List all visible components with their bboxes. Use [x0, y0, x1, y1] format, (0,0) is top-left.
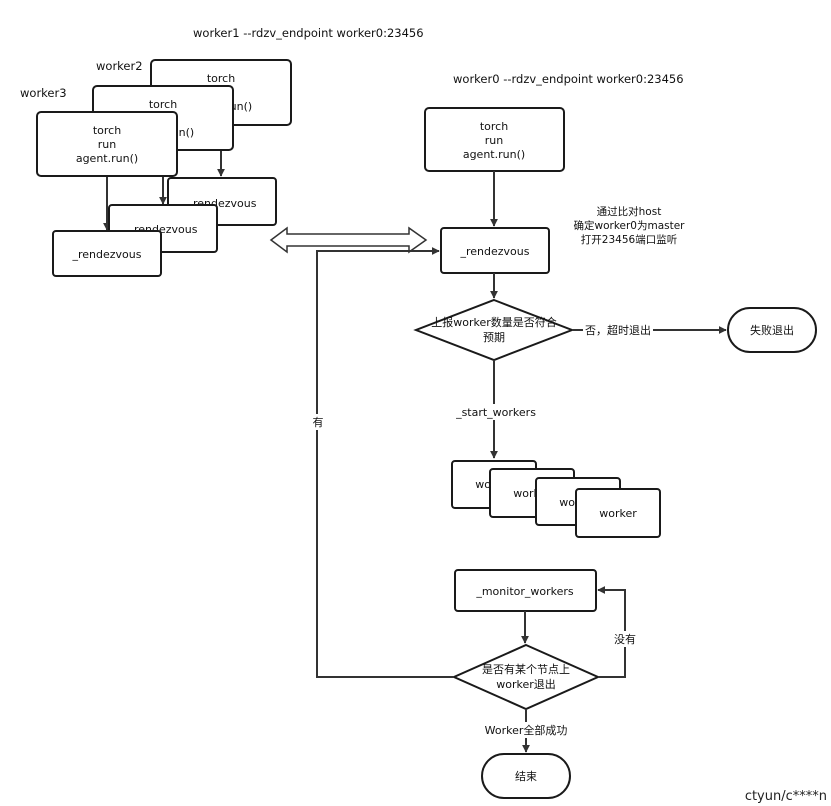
svg-text:run: run	[98, 138, 116, 151]
worker0-header: worker0 --rdzv_endpoint worker0:23456	[453, 72, 684, 86]
svg-text:_rendezvous: _rendezvous	[72, 248, 142, 261]
svg-text:通过比对host: 通过比对host	[597, 205, 662, 218]
node-rdzv-w3: _rendezvous	[52, 230, 162, 277]
svg-text:torch: torch	[149, 98, 177, 111]
svg-text:run: run	[485, 134, 503, 147]
svg-text:预期: 预期	[483, 331, 505, 344]
watermark-text: ctyun/c****n	[744, 789, 827, 804]
bidirectional-arrow	[269, 226, 428, 254]
edge-label-start-workers: _start_workers	[455, 406, 536, 419]
svg-text:agent.run(): agent.run()	[76, 152, 138, 165]
svg-text:worker: worker	[599, 507, 637, 520]
svg-text:结束: 结束	[515, 770, 537, 783]
svg-text:torch: torch	[207, 72, 235, 85]
edge-label-no: 没有	[614, 632, 636, 646]
svg-text:torch: torch	[93, 124, 121, 137]
master-note: 通过比对host 确定worker0为master 打开23456端口监听	[573, 205, 685, 246]
svg-text:上报worker数量是否符合: 上报worker数量是否符合	[431, 315, 557, 329]
svg-text:worker退出: worker退出	[496, 677, 556, 691]
svg-text:_rendezvous: _rendezvous	[460, 245, 530, 258]
svg-text:_monitor_workers: _monitor_workers	[475, 585, 574, 598]
decision-worker-exit: 是否有某个节点上 worker退出	[451, 643, 601, 711]
node-rdzv-w0: _rendezvous	[440, 227, 550, 274]
svg-text:打开23456端口监听: 打开23456端口监听	[581, 233, 677, 246]
svg-text:确定worker0为master: 确定worker0为master	[573, 219, 685, 232]
arrow-yes-loop	[316, 247, 454, 678]
edge-label-fail: 否，超时退出	[585, 323, 651, 337]
worker3-header: worker3	[20, 86, 67, 100]
node-fail-exit: 失败退出	[727, 307, 817, 353]
decision-worker-count: 上报worker数量是否符合 预期	[413, 298, 575, 362]
worker2-header: worker2	[96, 59, 143, 73]
svg-text:agent.run(): agent.run()	[463, 148, 525, 161]
node-monitor-workers: _monitor_workers	[454, 569, 597, 612]
node-torch-w3: torch run agent.run()	[36, 111, 178, 177]
worker1-header: worker1 --rdzv_endpoint worker0:23456	[193, 26, 424, 40]
edge-label-yes: 有	[313, 415, 324, 429]
edge-label-all-success: Worker全部成功	[485, 723, 568, 737]
svg-text:torch: torch	[480, 120, 508, 133]
svg-text:失败退出: 失败退出	[750, 323, 794, 337]
node-end: 结束	[481, 753, 571, 799]
svg-text:是否有某个节点上: 是否有某个节点上	[482, 662, 570, 676]
node-torch-w0: torch run agent.run()	[424, 107, 565, 172]
node-worker-4: worker	[575, 488, 661, 538]
